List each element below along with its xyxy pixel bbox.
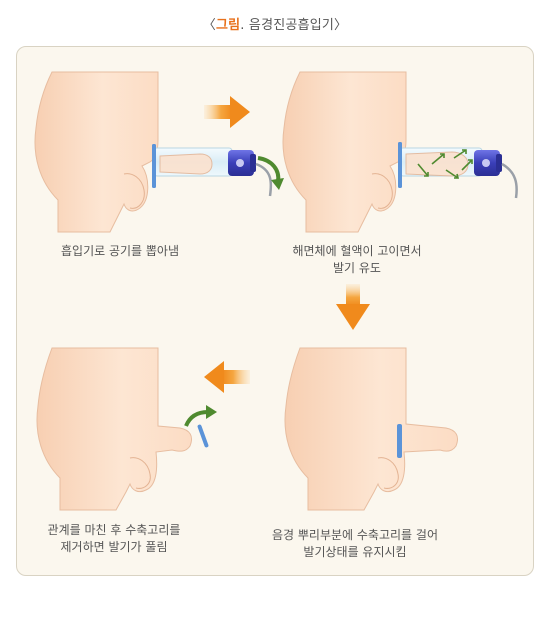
step-4-line-1: 관계를 마친 후 수축고리를 (47, 523, 181, 537)
step-arrow-right (204, 96, 250, 128)
step-4-line-2: 제거하면 발기가 풀림 (60, 540, 168, 554)
step-3-line-2: 발기상태를 유지시킴 (303, 545, 407, 559)
figure-3 (284, 347, 459, 511)
step-arrow-down (336, 284, 370, 330)
blood-flow-arrows (417, 149, 473, 179)
step-arrow-left (204, 361, 250, 393)
constriction-ring-3 (397, 424, 402, 458)
pump-device-1 (152, 144, 273, 197)
step-2-line-2: 발기 유도 (333, 261, 381, 275)
figure-2 (282, 71, 407, 233)
pump-device-2 (398, 142, 518, 199)
figure-title: 〈그림. 음경진공흡입기〉 (0, 14, 550, 33)
title-prefix: 〈 (202, 18, 216, 33)
removal-arrow (184, 405, 217, 427)
step-3-line-1: 음경 뿌리부분에 수축고리를 걸어 (271, 528, 438, 542)
step-2-caption: 해면체에 혈액이 고이면서 발기 유도 (252, 243, 462, 277)
step-3-caption: 음경 뿌리부분에 수축고리를 걸어 발기상태를 유지시킴 (240, 527, 470, 561)
step-1-caption: 흡입기로 공기를 뽑아냄 (20, 243, 220, 260)
step-2-line-1: 해면체에 혈액이 고이면서 (292, 244, 422, 258)
title-rest: . 음경진공흡입기〉 (240, 18, 348, 33)
step-4-caption: 관계를 마친 후 수축고리를 제거하면 발기가 풀림 (14, 522, 214, 556)
figure-4 (36, 347, 193, 511)
step-1-line-1: 흡입기로 공기를 뽑아냄 (60, 244, 180, 258)
constriction-ring-4 (197, 424, 209, 448)
airflow-arrow-1 (257, 156, 284, 190)
figure-1 (34, 71, 159, 233)
title-label: 그림 (215, 18, 241, 33)
